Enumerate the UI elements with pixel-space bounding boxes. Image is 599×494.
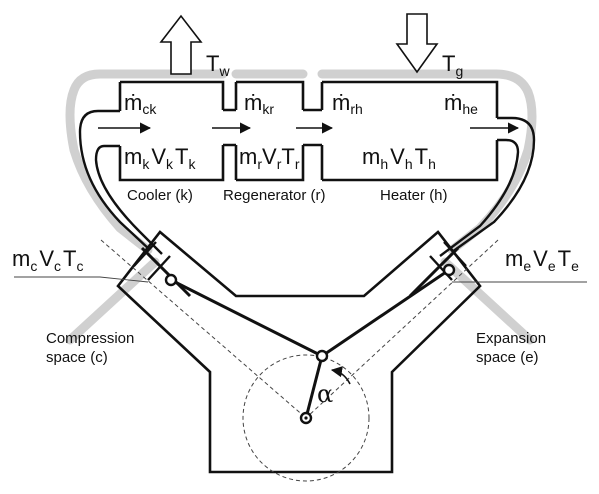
compression-piston bbox=[140, 246, 192, 298]
hot-pipe bbox=[439, 116, 536, 257]
label-alpha: α bbox=[317, 380, 333, 408]
label-cooler: Cooler (k) bbox=[127, 187, 193, 204]
insulation-band bbox=[65, 69, 537, 345]
label-compression-2: space (c) bbox=[46, 349, 108, 366]
label-tw: Tw bbox=[206, 51, 230, 79]
engine-body bbox=[116, 230, 482, 474]
label-expansion-2: space (e) bbox=[476, 349, 539, 366]
crank-pin bbox=[315, 349, 329, 363]
label-expansion-1: Expansion bbox=[476, 330, 546, 347]
heat-exchanger-block bbox=[118, 80, 499, 182]
leader-lines bbox=[14, 276, 587, 283]
flow-passages bbox=[223, 108, 322, 147]
label-m-he: ṁhe bbox=[444, 90, 478, 117]
connecting-rods bbox=[169, 268, 451, 420]
angle-arrow bbox=[330, 366, 351, 385]
crank-arm bbox=[304, 354, 324, 420]
label-heater-state: mhVhTh bbox=[362, 144, 436, 172]
label-m-rh: ṁrh bbox=[332, 90, 363, 117]
label-m-kr: ṁkr bbox=[244, 90, 274, 117]
pivots bbox=[164, 263, 456, 425]
compression-wrist-pin bbox=[164, 273, 178, 287]
cold-pipe bbox=[78, 109, 163, 255]
cylinder-liners bbox=[133, 241, 467, 281]
label-compression-1: Compression bbox=[46, 330, 134, 347]
label-cooler-state: mkVkTk bbox=[124, 144, 196, 172]
label-regen-state: mrVrTr bbox=[239, 144, 300, 172]
heat-in-arrow-icon bbox=[395, 13, 439, 74]
crank-circle bbox=[242, 354, 370, 482]
label-regenerator: Regenerator (r) bbox=[223, 187, 326, 204]
label-m-ck: ṁck bbox=[124, 90, 157, 117]
label-tg: Tg bbox=[442, 51, 463, 79]
axis-lines bbox=[100, 239, 499, 482]
label-expansion-state: meVeTe bbox=[505, 246, 579, 274]
expansion-wrist-pin bbox=[442, 263, 456, 277]
label-compression-state: mcVcTc bbox=[12, 246, 83, 274]
heat-out-arrow-icon bbox=[159, 14, 203, 75]
expansion-piston bbox=[408, 246, 460, 298]
pistons bbox=[140, 246, 460, 298]
label-heater: Heater (h) bbox=[380, 187, 448, 204]
